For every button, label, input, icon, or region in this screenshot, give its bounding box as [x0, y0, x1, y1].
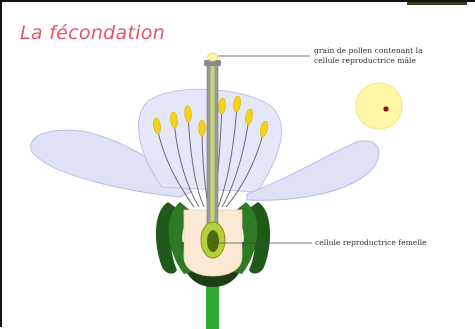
- label-female-line: cellule reproductrice femelle: [315, 238, 465, 248]
- label-pollen-line2: cellule reproductrice mâle: [314, 56, 464, 66]
- pollen-enlarged: [356, 83, 402, 129]
- label-female-cell: cellule reproductrice femelle: [315, 238, 465, 248]
- pollen-grain-icon: [208, 53, 218, 61]
- male-cell-icon: [383, 106, 388, 111]
- label-pollen-grain: grain de pollen contenant la cellule rep…: [314, 46, 464, 66]
- pollen-tube: [211, 64, 215, 234]
- ovule-inner: [207, 230, 219, 252]
- label-pollen-line1: grain de pollen contenant la: [314, 46, 464, 56]
